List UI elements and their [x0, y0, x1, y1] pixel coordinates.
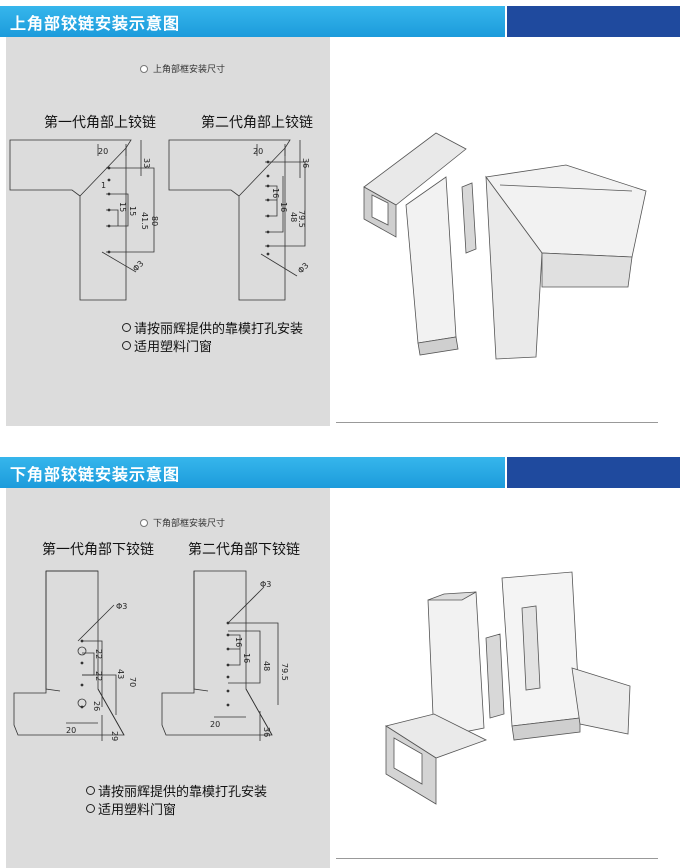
bottom-section: 下角部铰链安装示意图 下角部框安装尺寸 第一代角部下铰链 第二代角部下铰链 Φ3…	[0, 457, 680, 868]
top-photo-divider	[336, 422, 658, 423]
top-note-2-text: 适用塑料门窗	[134, 340, 213, 355]
bottom-g1-dim-29: 29	[110, 731, 119, 741]
top-note-1-text: 请按丽辉提供的靠模打孔安装	[134, 322, 304, 337]
top-g2-dim-48: 48	[289, 212, 298, 222]
circle-bullet-icon	[122, 341, 131, 350]
top-g1-dim-80: 80	[150, 216, 159, 226]
bottom-header-bar: 下角部铰链安装示意图	[0, 457, 680, 488]
top-gen2-label: 第二代角部上铰链	[201, 115, 313, 131]
lower-hinge-illustration	[385, 571, 631, 805]
top-g2-dim-phi3: Φ3	[296, 261, 310, 275]
bottom-g2-dim-20: 20	[210, 720, 220, 729]
bottom-note-1: 请按丽辉提供的靠模打孔安装	[86, 781, 267, 800]
top-header-cyan	[0, 6, 505, 37]
circle-bullet-icon	[86, 786, 95, 795]
bottom-photo-divider	[336, 858, 658, 859]
bottom-g1-dim-22a: 22	[94, 649, 103, 659]
top-subtitle-text: 上角部框安装尺寸	[153, 65, 226, 75]
bottom-gen1-label: 第一代角部下铰链	[42, 542, 154, 558]
top-g2-dim-79-5: 79.5	[297, 210, 306, 228]
top-g1-dim-15b: 15	[128, 206, 137, 216]
top-g1-dim-1: 1	[101, 181, 106, 190]
bottom-g2-dim-48: 48	[262, 661, 271, 671]
top-gen1-diagram: 20 33 1 15 15 41.5 80 Φ3	[9, 139, 159, 301]
top-diagram-panel	[6, 37, 330, 426]
bottom-g1-dim-22b: 22	[94, 671, 103, 681]
bottom-note-2: 适用塑料门窗	[86, 799, 176, 818]
top-header-bar: 上角部铰链安装示意图	[0, 6, 680, 37]
top-g1-dim-phi3: Φ3	[131, 259, 145, 273]
circle-bullet-icon	[140, 519, 148, 527]
bottom-g2-dim-16a: 16	[234, 637, 243, 647]
top-header-navy	[507, 6, 680, 37]
top-gen1-label: 第一代角部上铰链	[44, 115, 156, 131]
bottom-g2-dim-phi3: Φ3	[260, 580, 271, 589]
circle-bullet-icon	[140, 65, 148, 73]
top-g2-dim-36: 36	[301, 158, 310, 168]
top-note-2: 适用塑料门窗	[122, 336, 212, 355]
top-g2-dim-20: 20	[253, 147, 263, 156]
bottom-header-title: 下角部铰链安装示意图	[10, 465, 181, 484]
top-g2-dim-16a: 16	[271, 188, 280, 198]
top-gen2-diagram: 20 36 16 16 48 79.5 Φ3	[168, 139, 310, 301]
bottom-note-2-text: 适用塑料门窗	[98, 803, 177, 818]
top-note-1: 请按丽辉提供的靠模打孔安装	[122, 318, 303, 337]
upper-hinge-illustration	[363, 132, 647, 360]
top-g2-dim-16b: 16	[279, 202, 288, 212]
bottom-subtitle-text: 下角部框安装尺寸	[153, 519, 226, 529]
top-section: 上角部铰链安装示意图 上角部框安装尺寸 第一代角部上铰链 第二代角部上铰链 20…	[0, 6, 680, 426]
bottom-g1-dim-26: 26	[92, 701, 101, 711]
bottom-g2-dim-79-5: 79.5	[280, 663, 289, 681]
top-hinge-photo	[336, 37, 660, 422]
bottom-note-1-text: 请按丽辉提供的靠模打孔安装	[98, 785, 268, 800]
circle-bullet-icon	[122, 323, 131, 332]
bottom-subtitle: 下角部框安装尺寸	[140, 516, 225, 529]
bottom-g1-dim-43: 43	[116, 669, 125, 679]
bottom-header-navy	[507, 457, 680, 488]
bottom-g2-dim-36: 36	[262, 727, 271, 737]
bottom-gen1-diagram: Φ3 22 22 43 70 26 20 29	[13, 570, 137, 741]
top-g1-dim-20: 20	[98, 147, 108, 156]
top-g1-dim-41-5: 41.5	[140, 212, 149, 230]
bottom-g2-dim-16b: 16	[242, 653, 251, 663]
top-subtitle: 上角部框安装尺寸	[140, 62, 225, 75]
circle-bullet-icon	[86, 804, 95, 813]
bottom-g1-dim-70: 70	[128, 677, 137, 687]
top-g1-dim-15a: 15	[118, 202, 127, 212]
bottom-gen2-label: 第二代角部下铰链	[188, 542, 300, 558]
bottom-g1-dim-phi3: Φ3	[116, 602, 127, 611]
bottom-diagram-panel	[6, 488, 330, 868]
bottom-hinge-photo	[336, 488, 660, 858]
bottom-header-cyan	[0, 457, 505, 488]
top-header-title: 上角部铰链安装示意图	[10, 14, 181, 33]
bottom-g1-dim-20: 20	[66, 726, 76, 735]
bottom-gen2-diagram: Φ3 16 16 48 79.5 20 36	[161, 570, 289, 741]
top-g1-dim-33: 33	[142, 158, 151, 168]
